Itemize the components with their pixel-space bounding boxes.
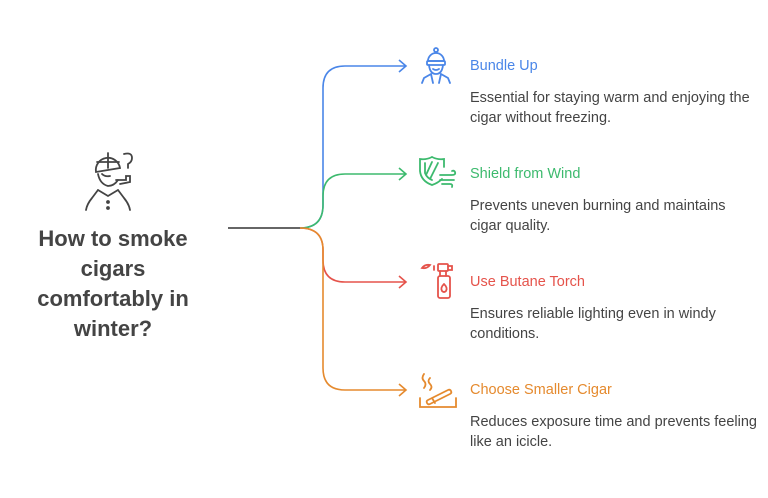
person-winter-hat-icon — [421, 47, 451, 84]
item-title-use-butane-torch: Use Butane Torch — [470, 274, 585, 290]
shield-wind-icon — [419, 156, 457, 188]
item-desc-bundle-up: Essential for staying warm and enjoying … — [470, 90, 750, 126]
item-title-choose-smaller-cigar: Choose Smaller Cigar — [470, 382, 612, 398]
item-title-shield-from-wind: Shield from Wind — [470, 166, 581, 182]
cigar-ashtray-icon — [419, 373, 457, 408]
torch-lighter-icon — [420, 263, 453, 299]
branch-use-butane-torch — [299, 227, 408, 289]
item-desc-choose-smaller-cigar: Reduces exposure time and prevents feeli… — [470, 414, 757, 450]
main-title: How to smoke cigars comfortably in winte… — [37, 226, 189, 341]
man-smoking-pipe-icon — [85, 152, 133, 211]
item-desc-use-butane-torch: Ensures reliable lighting even in windy … — [470, 306, 716, 342]
branch-bundle-up — [299, 59, 408, 229]
item-desc-shield-from-wind: Prevents uneven burning and maintains ci… — [470, 198, 726, 234]
branch-choose-smaller-cigar — [299, 227, 408, 397]
item-title-bundle-up: Bundle Up — [470, 58, 538, 74]
branch-shield-from-wind — [299, 167, 408, 229]
